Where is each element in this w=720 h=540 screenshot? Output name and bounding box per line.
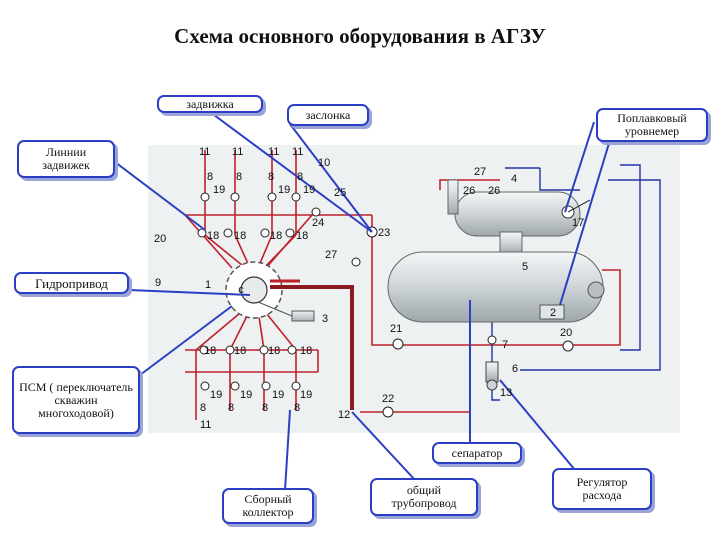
label-19g: 19 xyxy=(300,389,312,401)
label-18b: 18 xyxy=(234,230,246,242)
label-25: 25 xyxy=(334,187,346,199)
diagram-title: Схема основного оборудования в АГЗУ xyxy=(174,24,546,48)
label-8f: 8 xyxy=(228,402,234,414)
label-11a: 11 xyxy=(199,146,210,158)
label-11c: 11 xyxy=(268,146,279,158)
label-20b: 20 xyxy=(560,327,572,339)
label-19d: 19 xyxy=(210,389,222,401)
callout-flow-regulator: Регулятор расхода xyxy=(552,468,652,510)
label-21: 21 xyxy=(390,323,402,335)
label-1: 1 xyxy=(205,279,211,291)
upper-valves xyxy=(197,192,378,267)
label-27b: 27 xyxy=(474,166,486,178)
label-23: 23 xyxy=(378,227,390,239)
label-4: 4 xyxy=(511,173,517,185)
label-8e: 8 xyxy=(200,402,206,414)
label-8c: 8 xyxy=(268,171,274,183)
hydraulic-drive xyxy=(257,301,315,322)
label-20a: 20 xyxy=(154,233,166,245)
label-18g: 18 xyxy=(268,345,280,357)
callout-separator: сепаратор xyxy=(432,442,522,464)
label-9: 9 xyxy=(155,277,161,289)
label-19f: 19 xyxy=(272,389,284,401)
label-13: 13 xyxy=(500,387,512,399)
label-19a: 19 xyxy=(213,184,225,196)
label-19c: 19 xyxy=(303,184,315,196)
label-26b: 26 xyxy=(488,185,500,197)
callout-damper: заслонка xyxy=(287,104,369,126)
callout-valve: задвижка xyxy=(157,95,263,113)
label-19b: 19 xyxy=(278,184,290,196)
psm-switch: c xyxy=(225,261,283,319)
label-8a: 8 xyxy=(207,171,213,183)
label-2: 2 xyxy=(550,307,556,319)
label-8g: 8 xyxy=(262,402,268,414)
label-22: 22 xyxy=(382,393,394,405)
label-18c: 18 xyxy=(270,230,282,242)
svg-text:c: c xyxy=(238,284,244,296)
label-5: 5 xyxy=(522,261,528,273)
callout-common-pipeline: общий трубопровод xyxy=(370,478,478,516)
common-pipeline xyxy=(270,285,354,410)
label-18a: 18 xyxy=(207,230,219,242)
blue-process-lines xyxy=(491,164,661,401)
callout-hydraulic-drive: Гидропривод xyxy=(14,272,129,294)
callout-float-level-gauge: Поплавковый уровнемер xyxy=(596,108,708,142)
label-11d: 11 xyxy=(292,146,303,158)
callout-valve-lines: Линнии задвижек xyxy=(17,140,115,178)
label-8d: 8 xyxy=(297,171,303,183)
label-17: 17 xyxy=(572,217,584,229)
label-8b: 8 xyxy=(236,171,242,183)
upper-valve-lines xyxy=(184,150,373,300)
label-8h: 8 xyxy=(294,402,300,414)
label-7: 7 xyxy=(502,339,508,351)
label-12: 12 xyxy=(338,409,350,421)
label-24: 24 xyxy=(312,217,324,229)
separator xyxy=(387,179,605,323)
label-11e: 11 xyxy=(200,419,211,431)
flow-regulator-assembly xyxy=(382,335,574,418)
label-19e: 19 xyxy=(240,389,252,401)
label-18e: 18 xyxy=(204,345,216,357)
callout-collector: Сборный коллектор xyxy=(222,488,314,524)
label-18f: 18 xyxy=(234,345,246,357)
label-26a: 26 xyxy=(463,185,475,197)
label-18h: 18 xyxy=(300,345,312,357)
label-18d: 18 xyxy=(296,230,308,242)
label-27a: 27 xyxy=(325,249,337,261)
callout-psm: ПСМ ( переключатель скважин многоходовой… xyxy=(12,366,140,434)
label-6: 6 xyxy=(512,363,518,375)
number-labels: 11 11 11 11 8 8 8 8 10 19 19 19 25 24 18… xyxy=(154,146,584,431)
pointer-lines xyxy=(114,111,611,491)
lower-valves xyxy=(199,345,301,391)
label-10: 10 xyxy=(318,157,330,169)
label-11b: 11 xyxy=(232,146,243,158)
label-3: 3 xyxy=(322,313,328,325)
